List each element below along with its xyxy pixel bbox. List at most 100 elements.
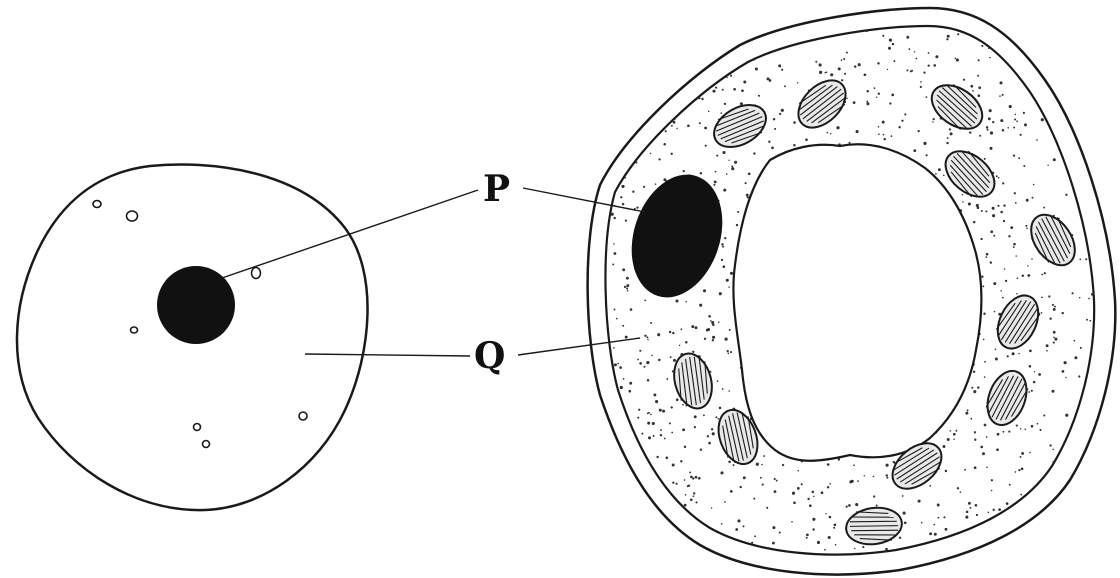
cytoplasm-dot <box>856 130 859 133</box>
cytoplasm-dot <box>853 101 856 104</box>
cytoplasm-dot <box>731 167 734 170</box>
cytoplasm-dot <box>805 138 808 141</box>
cytoplasm-dot <box>978 86 981 89</box>
cytoplasm-dot <box>607 441 609 443</box>
cytoplasm-dot <box>719 292 722 295</box>
cytoplasm-dot <box>682 25 685 28</box>
cytoplasm-dot <box>1013 127 1015 129</box>
cytoplasm-dot <box>715 416 717 418</box>
cytoplasm-dot <box>962 201 963 202</box>
cytoplasm-dot <box>678 32 681 35</box>
cytoplasm-dot <box>740 486 742 488</box>
cytoplasm-dot <box>797 470 799 472</box>
cytoplasm-dot <box>1004 268 1006 270</box>
cytoplasm-dot <box>781 69 783 71</box>
cytoplasm-dot <box>817 541 820 544</box>
cytoplasm-dot <box>745 182 747 184</box>
cytoplasm-dot <box>886 474 888 476</box>
cytoplasm-dot <box>1053 342 1055 344</box>
cytoplasm-dot <box>1046 350 1048 352</box>
cytoplasm-dot <box>983 312 985 314</box>
cytoplasm-dot <box>844 73 846 75</box>
cytoplasm-dot <box>631 57 633 59</box>
cytoplasm-dot <box>992 207 995 210</box>
cytoplasm-dot <box>1014 537 1016 539</box>
cytoplasm-dot <box>1095 520 1097 522</box>
cytoplasm-dot <box>627 495 630 498</box>
cytoplasm-dot <box>933 118 935 120</box>
cytoplasm-dot <box>646 361 649 364</box>
cytoplasm-dot <box>827 132 829 134</box>
cytoplasm-dot <box>946 142 948 144</box>
cytoplasm-dot <box>797 82 798 83</box>
cytoplasm-dot <box>986 126 989 128</box>
cytoplasm-dot <box>753 59 755 61</box>
cytoplasm-dot <box>1018 469 1020 471</box>
cytoplasm-dot <box>630 478 633 481</box>
cytoplasm-dot <box>889 102 891 104</box>
cytoplasm-dot <box>985 210 987 212</box>
cytoplasm-dot <box>656 50 659 53</box>
cytoplasm-dot <box>1020 134 1022 136</box>
cytoplasm-dot <box>703 414 705 416</box>
cytoplasm-dot <box>643 366 645 368</box>
cytoplasm-dot <box>690 476 693 479</box>
cytoplasm-dot <box>1002 182 1004 184</box>
cytoplasm-dot <box>883 138 885 140</box>
cytoplasm-dot <box>1002 297 1004 299</box>
cytoplasm-dot <box>613 252 616 255</box>
cytoplasm-dot <box>731 44 733 46</box>
cytoplasm-dot <box>760 477 762 479</box>
cytoplasm-dot <box>735 528 738 531</box>
cytoplasm-dot <box>1013 243 1016 246</box>
cytoplasm-dot <box>1041 274 1043 276</box>
cytoplasm-dot <box>701 98 703 100</box>
cytoplasm-dot <box>1065 414 1068 417</box>
cytoplasm-dot <box>621 135 624 138</box>
cytoplasm-dot <box>929 532 932 535</box>
cytoplasm-dot <box>633 97 635 99</box>
cytoplasm-dot <box>933 524 935 526</box>
cytoplasm-dot <box>619 366 622 369</box>
cytoplasm-dot <box>812 518 815 521</box>
cytoplasm-dot <box>617 42 620 45</box>
cytoplasm-dot <box>956 58 959 61</box>
cytoplasm-dot <box>666 457 669 460</box>
cytoplasm-dot <box>1092 526 1094 528</box>
cytoplasm-dot <box>755 67 758 70</box>
cytoplasm-dot <box>609 113 611 115</box>
cytoplasm-dot <box>914 51 915 52</box>
cytoplasm-dot <box>630 511 632 513</box>
cytoplasm-dot <box>1031 258 1033 260</box>
cytoplasm-dot <box>1017 277 1019 279</box>
cytoplasm-dot <box>1039 429 1041 431</box>
cytoplasm-dot <box>978 94 981 97</box>
cytoplasm-dot <box>618 476 621 479</box>
cytoplasm-dot <box>878 126 880 128</box>
cytoplasm-dot <box>743 476 746 479</box>
cytoplasm-dot <box>726 77 728 79</box>
cytoplasm-dot <box>695 501 697 503</box>
cytoplasm-dot <box>1010 226 1013 229</box>
cytoplasm-dot <box>928 52 930 54</box>
cytoplasm-dot <box>963 79 965 81</box>
cytoplasm-dot <box>1008 431 1010 433</box>
cytoplasm-dot <box>1020 456 1022 458</box>
cytoplasm-dot <box>628 535 630 537</box>
cytoplasm-dot <box>648 412 650 414</box>
cytoplasm-dot <box>979 135 981 137</box>
cytoplasm-dot <box>727 350 729 352</box>
cytoplasm-dot <box>737 519 740 522</box>
cytoplasm-dot <box>621 185 624 188</box>
cytoplasm-dot <box>1072 58 1075 61</box>
cytoplasm-dot <box>731 165 733 167</box>
cytoplasm-dot <box>934 533 937 536</box>
cytoplasm-dot <box>650 512 653 515</box>
cytoplasm-dot <box>694 426 696 428</box>
cytoplasm-dot <box>874 87 876 89</box>
cytoplasm-dot <box>727 352 729 354</box>
cytoplasm-dot <box>717 32 720 35</box>
cytoplasm-dot <box>947 137 949 139</box>
cytoplasm-dot <box>846 97 848 99</box>
cytoplasm-dot <box>689 26 690 27</box>
